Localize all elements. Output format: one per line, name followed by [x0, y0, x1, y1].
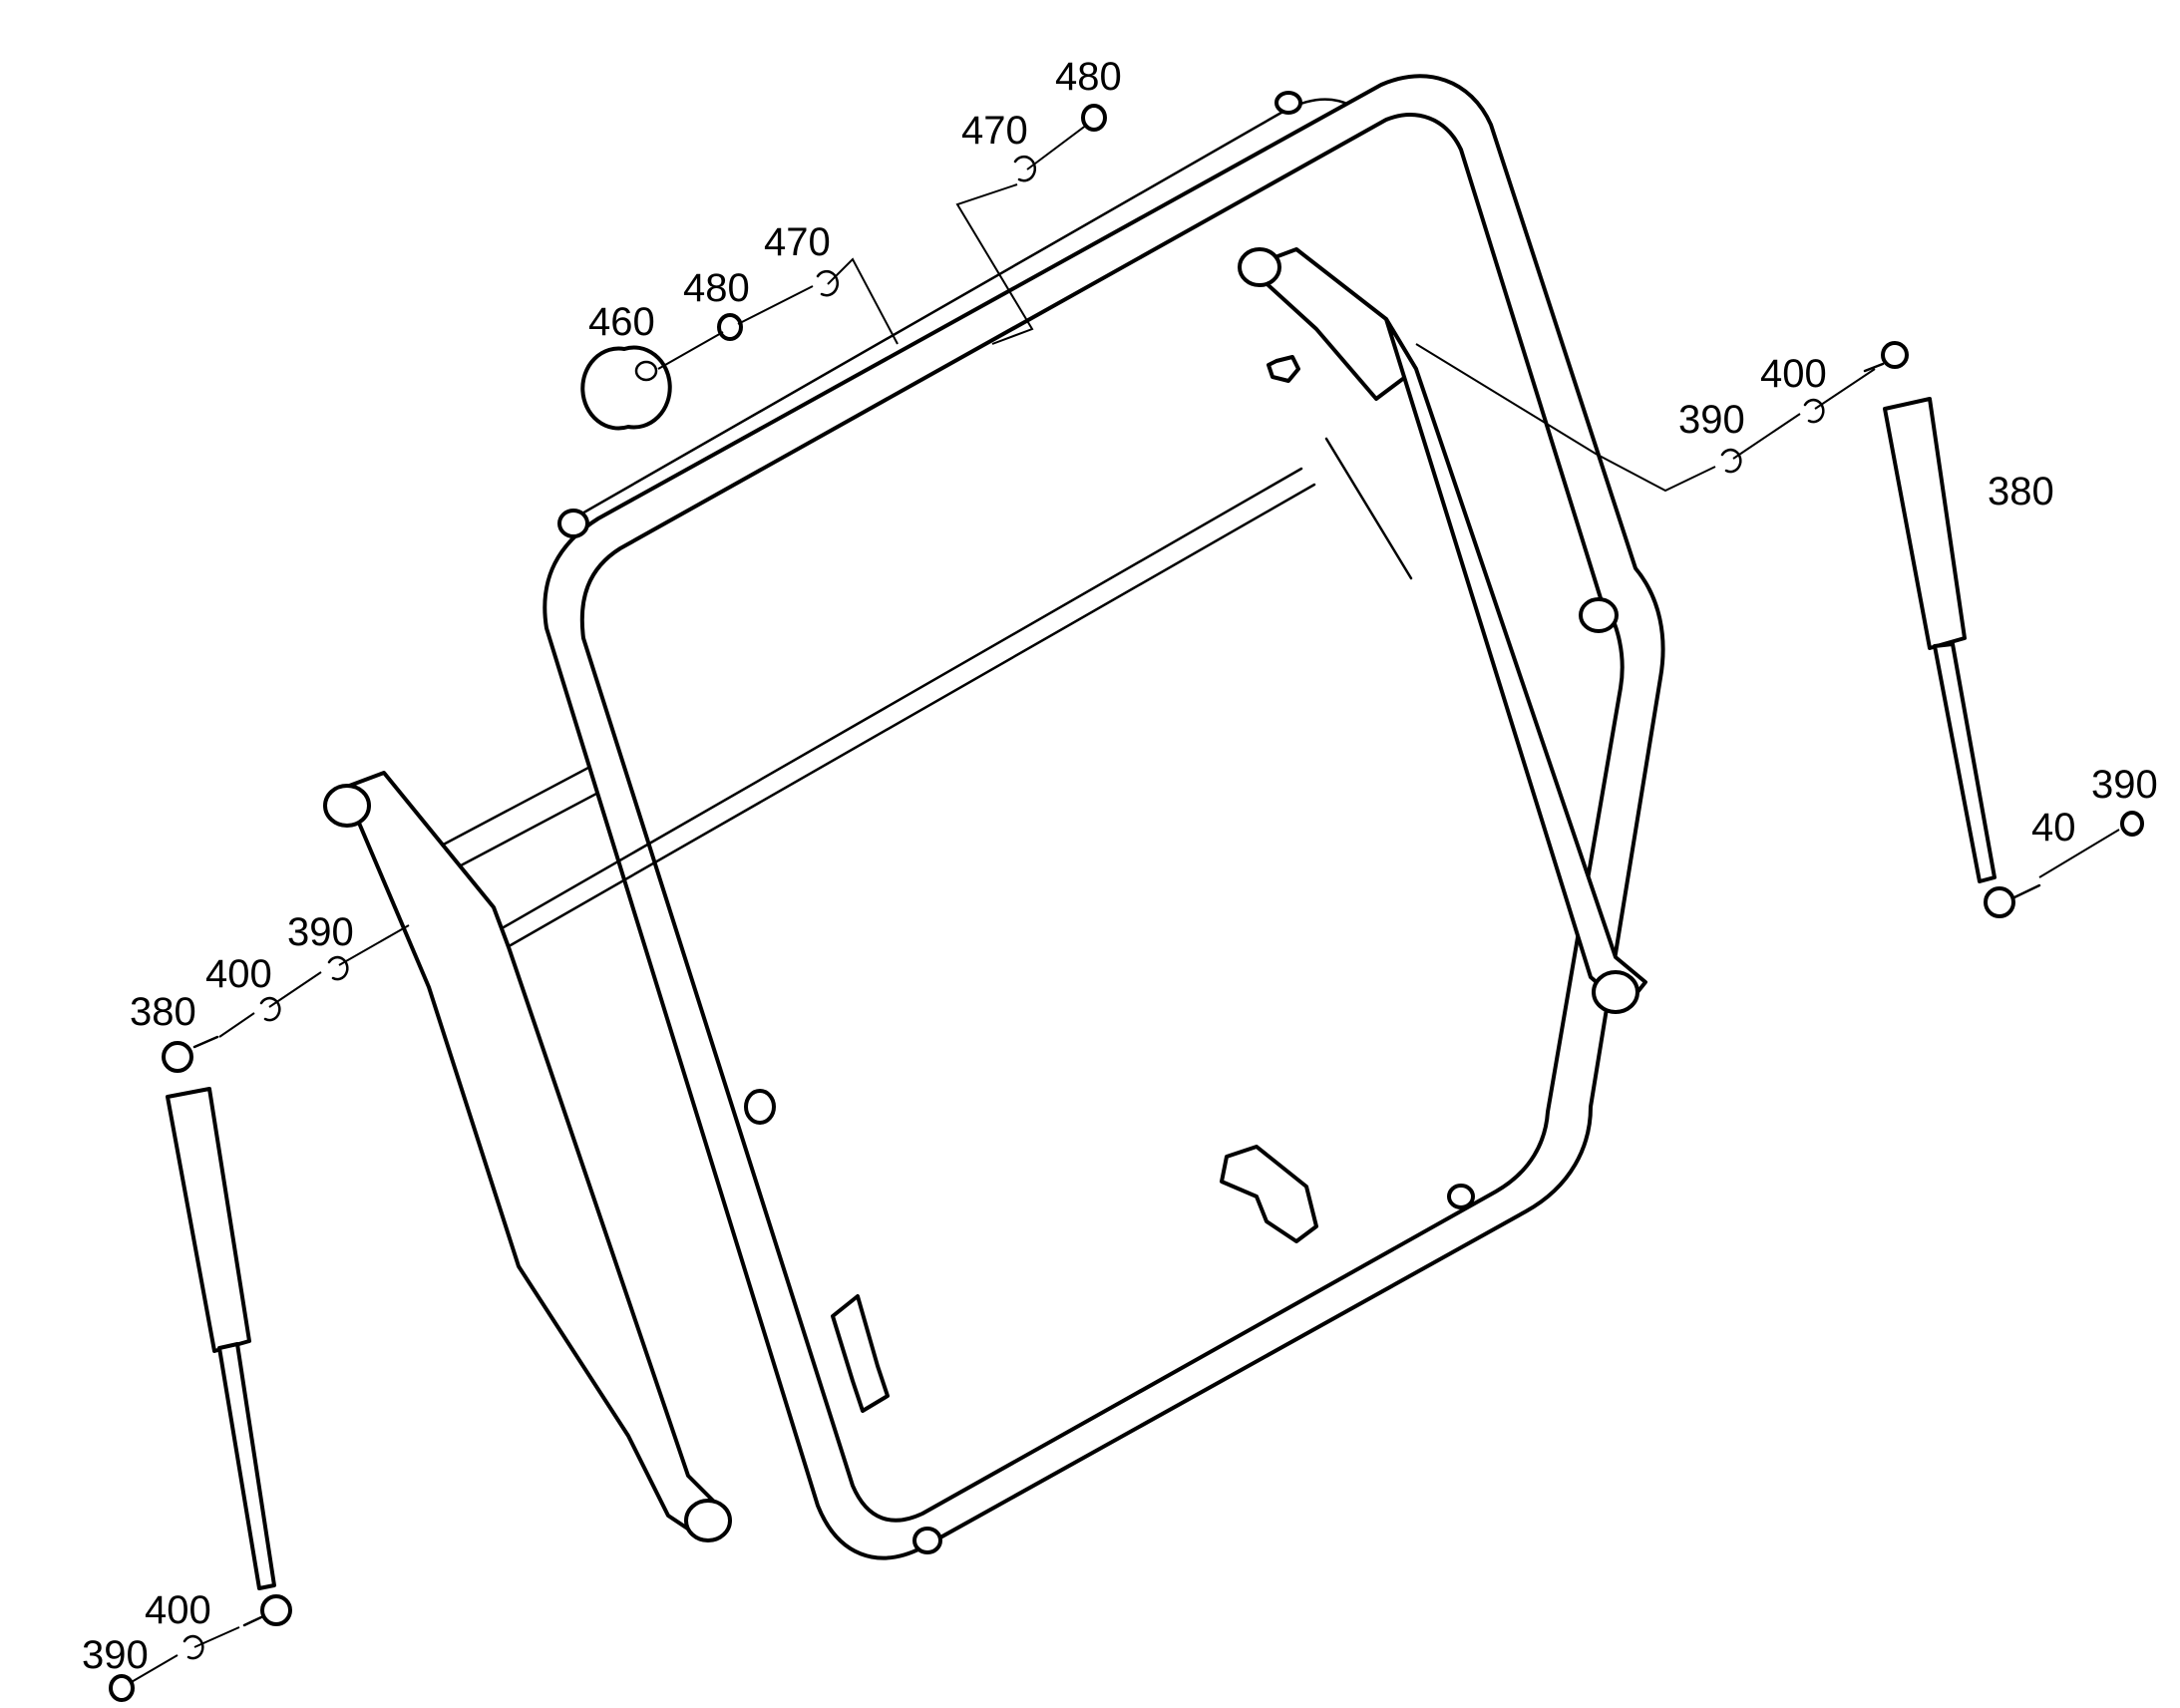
- callout-480-top: 480: [1055, 55, 1122, 99]
- nut-480-top: [1081, 104, 1107, 132]
- bushing-left-top: [323, 784, 371, 828]
- nut-on-arm: [1267, 355, 1300, 383]
- washer-390-right-top: [1720, 448, 1742, 474]
- stud-right-mid: [1579, 597, 1619, 633]
- washer-470-mid: [816, 269, 839, 297]
- callout-380-left: 380: [130, 990, 196, 1034]
- cap-460: [580, 345, 672, 431]
- strut-left-bottom-end: [260, 1594, 292, 1626]
- bushing-left-bottom: [684, 1499, 732, 1542]
- strut-right-top-end: [1881, 341, 1909, 369]
- stud-bottom: [912, 1527, 942, 1554]
- stud-bottom-right: [1447, 1184, 1475, 1209]
- stud-left-mid: [744, 1089, 776, 1125]
- washer-400-right-top: [1803, 398, 1825, 424]
- callout-470-mid: 470: [764, 220, 831, 264]
- callout-400-right-bottom: 40: [2031, 806, 2076, 850]
- stud-left-top: [557, 509, 589, 538]
- gas-strut-right: [1863, 341, 2041, 918]
- callout-400-left-bottom: 400: [145, 1588, 211, 1632]
- strut-left-top-end: [162, 1041, 193, 1073]
- bushing-right-top: [1238, 247, 1281, 287]
- washer-390-left-top: [327, 955, 349, 981]
- nut-480-mid: [717, 313, 743, 341]
- callout-390-left-top: 390: [287, 910, 354, 954]
- callout-390-right-top: 390: [1678, 398, 1745, 442]
- stud-top: [1274, 91, 1302, 115]
- callout-400-left-top: 400: [205, 952, 272, 996]
- callout-labels: 480 470 470 480 460 400 390 380 390 40 3…: [82, 55, 2158, 1677]
- washer-400-left-top: [259, 996, 281, 1022]
- washer-390-right-bottom: [2120, 811, 2144, 837]
- callout-400-right-top: 400: [1760, 352, 1827, 396]
- callout-480-mid: 480: [683, 266, 750, 310]
- gas-strut-left: [162, 1035, 292, 1627]
- callout-380-right: 380: [1988, 470, 2054, 513]
- callout-390-left-bottom: 390: [82, 1633, 149, 1677]
- washer-400-left-bottom: [182, 1634, 204, 1660]
- strut-right-bottom-end: [1984, 886, 2015, 918]
- hinge-arm-right: [1238, 247, 1647, 1014]
- washer-470-top: [1013, 155, 1036, 182]
- callout-470-top: 470: [961, 109, 1028, 153]
- bushing-right-bottom: [1592, 970, 1639, 1014]
- hardware: [109, 104, 2144, 1702]
- main-door-frame: [502, 74, 1665, 1560]
- callout-390-right-bottom: 390: [2091, 763, 2158, 807]
- hinge-arm-left: [323, 771, 732, 1542]
- cap-460-slot: [634, 360, 658, 382]
- frame-brackets: [557, 91, 1619, 1554]
- callout-460: 460: [588, 300, 655, 344]
- leader-lines: [129, 124, 2120, 1684]
- washer-390-left-bottom: [109, 1674, 135, 1702]
